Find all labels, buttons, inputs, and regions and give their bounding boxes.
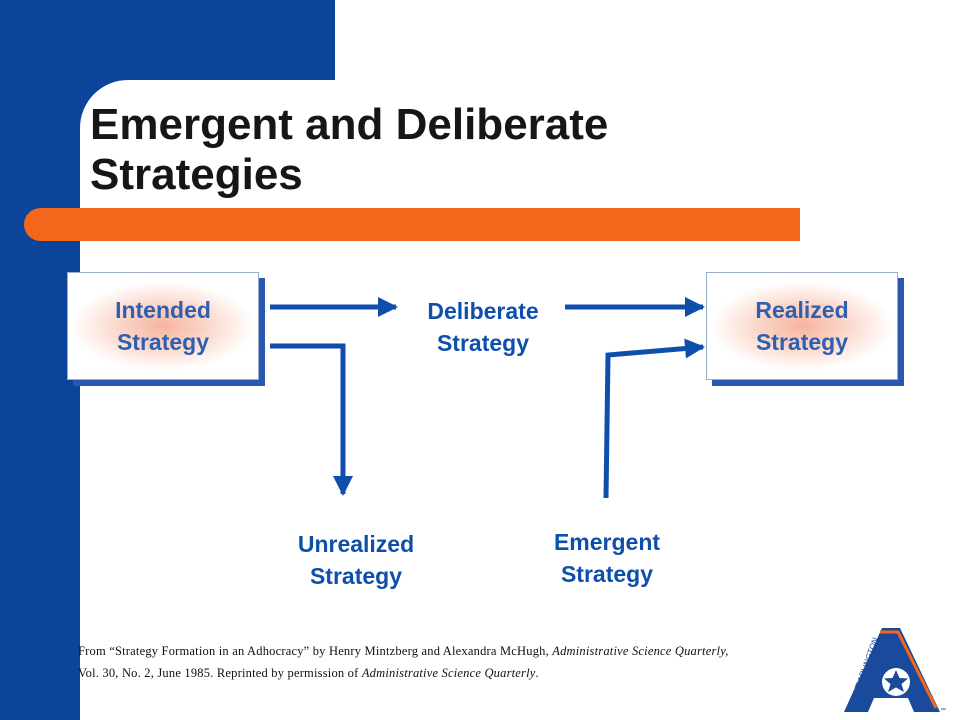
logo-trademark: ™ [940, 707, 946, 714]
title-line-2: Strategies [90, 150, 303, 199]
orange-divider-bar [24, 208, 800, 241]
realized-strategy-label: Realized Strategy [755, 297, 849, 355]
realized-strategy-box: Realized Strategy [706, 272, 904, 386]
logo-orange-outline [880, 630, 938, 709]
title-line-1: Emergent and Deliberate [90, 100, 609, 149]
star-icon [884, 670, 908, 692]
left-blue-band [0, 0, 80, 720]
intended-strategy-box: Intended Strategy [67, 272, 265, 386]
arrow-emergent-to-realized [603, 338, 705, 499]
source-citation: From “Strategy Formation in an Adhocracy… [78, 644, 729, 680]
slide-title: Emergent and Deliberate Strategies [90, 100, 608, 200]
top-blue-band [0, 0, 335, 80]
ut-arlington-logo: UT ARLINGTON ™ [844, 628, 946, 714]
emergent-strategy-label: Emergent Strategy [553, 529, 661, 587]
unrealized-strategy-label: Unrealized Strategy [297, 531, 415, 589]
deliberate-strategy-label: Deliberate Strategy [427, 298, 539, 356]
intended-strategy-label: Intended Strategy [115, 297, 211, 355]
arrow-intended-to-unrealized [270, 343, 353, 496]
band-corner [80, 80, 140, 140]
